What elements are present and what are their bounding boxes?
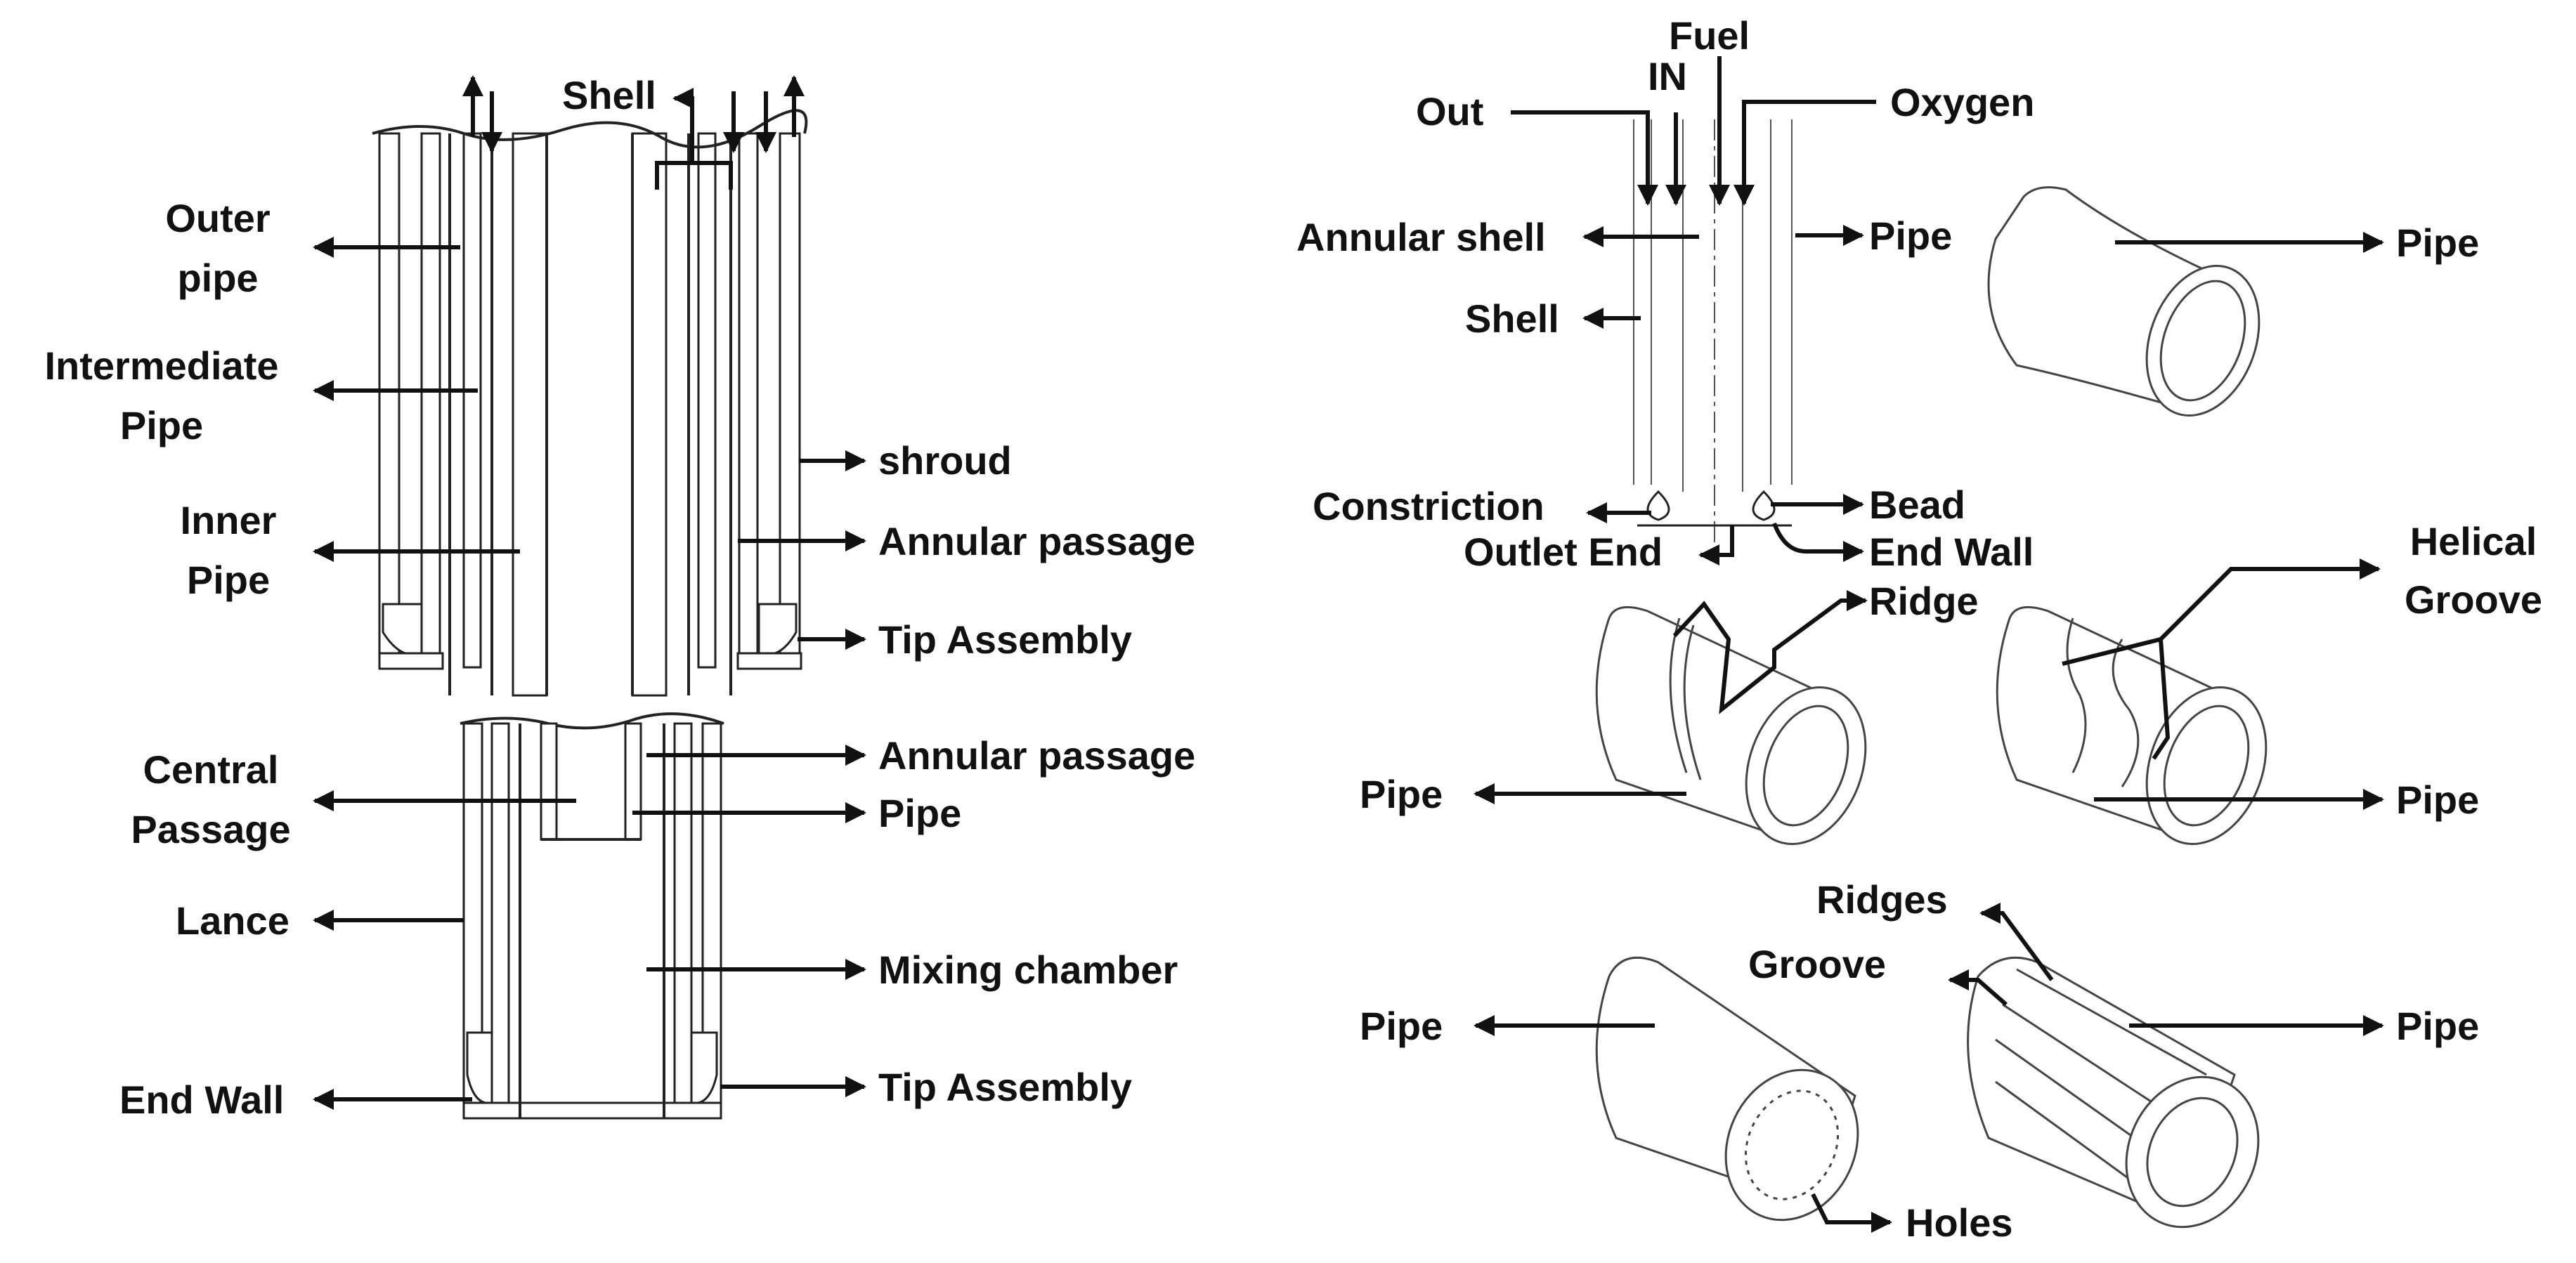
right-labels: Fuel IN Out Oxygen Annular shell Pipe Pi… bbox=[1296, 13, 2542, 1245]
label-in: IN bbox=[1648, 54, 1687, 98]
label-holes: Holes bbox=[1906, 1200, 2013, 1245]
label-fuel: Fuel bbox=[1669, 13, 1750, 58]
pipe-drawing-top-right bbox=[1987, 186, 2384, 417]
label-intermediate-pipe-1: Intermediate bbox=[45, 343, 279, 388]
pipe-drawing-helical bbox=[1996, 569, 2382, 845]
shell-flow-arrows bbox=[462, 75, 805, 190]
label-groove: Groove bbox=[1748, 942, 1886, 986]
label-pipe-top-right: Pipe bbox=[2396, 221, 2479, 265]
label-pipe-lance: Pipe bbox=[1869, 214, 1952, 258]
label-lance: Lance bbox=[176, 898, 290, 943]
label-central-passage-2: Passage bbox=[131, 807, 290, 851]
label-tip-assembly-top: Tip Assembly bbox=[878, 617, 1132, 662]
label-ridge: Ridge bbox=[1869, 579, 1979, 623]
label-annular-passage-top: Annular passage bbox=[878, 519, 1195, 563]
left-labels: Shell Outer pipe Intermediate Pipe Inner… bbox=[45, 73, 1196, 1122]
label-annular-shell: Annular shell bbox=[1296, 215, 1546, 259]
pipe-drawing-holes bbox=[1474, 956, 1890, 1241]
pipe-drawing-ridge bbox=[1474, 590, 1868, 845]
upper-lance-section bbox=[372, 109, 808, 697]
label-intermediate-pipe-2: Pipe bbox=[120, 403, 203, 447]
label-outer-pipe-2: pipe bbox=[177, 256, 258, 300]
label-annular-passage-bottom: Annular passage bbox=[878, 733, 1195, 778]
label-shell-right: Shell bbox=[1465, 296, 1559, 341]
label-tip-assembly-bottom: Tip Assembly bbox=[878, 1065, 1132, 1109]
label-outlet-end: Outlet End bbox=[1464, 530, 1663, 574]
label-end-wall-left: End Wall bbox=[119, 1078, 284, 1122]
label-central-passage-1: Central bbox=[143, 747, 279, 792]
label-pipe-ridge: Pipe bbox=[1360, 772, 1443, 816]
label-pipe-helical: Pipe bbox=[2396, 778, 2479, 822]
pipe-drawing-grooved bbox=[1948, 903, 2384, 1229]
label-shroud: shroud bbox=[878, 438, 1012, 483]
left-leader-arrows bbox=[313, 237, 866, 1110]
right-lance-drawing bbox=[1633, 119, 1793, 562]
label-pipe-left: Pipe bbox=[878, 791, 961, 835]
label-end-wall-right: End Wall bbox=[1869, 530, 2034, 574]
label-ridges: Ridges bbox=[1816, 877, 1948, 922]
label-shell: Shell bbox=[562, 73, 656, 117]
label-mixing-chamber: Mixing chamber bbox=[878, 948, 1178, 992]
right-lance-arrows bbox=[1511, 56, 1876, 565]
lower-lance-section bbox=[460, 712, 724, 1120]
label-inner-pipe-2: Pipe bbox=[187, 558, 270, 602]
label-pipe-grooved: Pipe bbox=[2396, 1004, 2479, 1048]
label-pipe-holes: Pipe bbox=[1360, 1004, 1443, 1048]
label-helical-groove-2: Groove bbox=[2405, 577, 2542, 622]
label-constriction: Constriction bbox=[1313, 484, 1544, 528]
label-outer-pipe-1: Outer bbox=[165, 196, 270, 240]
label-bead: Bead bbox=[1869, 483, 1965, 527]
label-inner-pipe-1: Inner bbox=[181, 498, 277, 542]
label-helical-groove-1: Helical bbox=[2410, 519, 2537, 563]
label-oxygen: Oxygen bbox=[1890, 80, 2034, 124]
label-out: Out bbox=[1416, 89, 1483, 133]
